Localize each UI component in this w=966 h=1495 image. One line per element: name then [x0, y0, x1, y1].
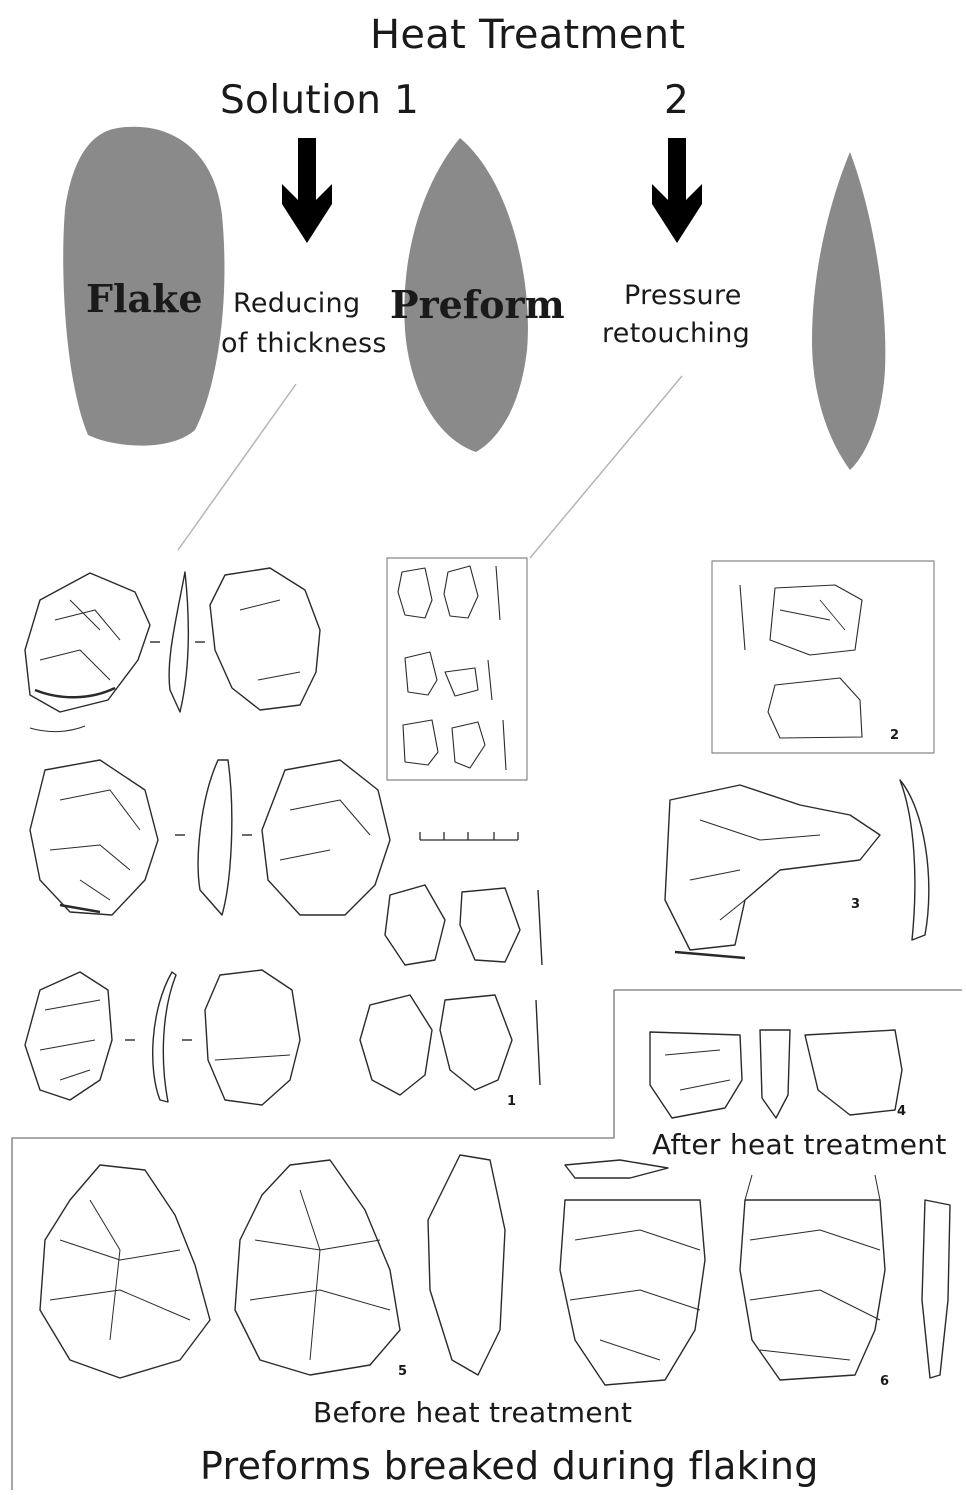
artifact-drawing [40, 1165, 210, 1378]
artifact-profile [900, 780, 929, 940]
artifact-drawing [398, 566, 506, 770]
artifact-drawing [30, 760, 158, 915]
figure-number-1: 1 [507, 1094, 516, 1109]
before-heat-treatment-label: Before heat treatment [313, 1396, 632, 1429]
artifact-drawing [360, 995, 540, 1095]
artifact-drawing [665, 785, 880, 958]
inset-frame-2 [712, 561, 934, 753]
artifact-drawing [235, 1160, 400, 1375]
artifact-drawing [560, 1160, 705, 1385]
figure-number-3: 3 [851, 897, 860, 912]
artifact-profile [153, 972, 176, 1102]
artifact-profile [922, 1200, 950, 1378]
artifact-profile [428, 1155, 505, 1375]
artifact-drawing [262, 760, 390, 915]
artifact-drawing [25, 972, 112, 1100]
figure-number-5: 5 [398, 1364, 407, 1379]
artifact-drawing [740, 585, 862, 738]
artifact-drawing [385, 885, 542, 965]
artifact-profile [198, 760, 232, 915]
artifact-drawing [205, 970, 300, 1105]
caption: Preforms breaked during flaking [200, 1444, 819, 1488]
artifact-drawing [650, 1030, 902, 1118]
figure-number-2: 2 [890, 728, 899, 743]
inset-frame-1 [387, 558, 527, 780]
figure-number-6: 6 [880, 1374, 889, 1389]
artifact-profile [169, 572, 188, 712]
figure-number-4: 4 [897, 1104, 906, 1119]
artifact-drawing [740, 1175, 885, 1380]
scale-bar [420, 832, 518, 840]
artifact-drawing [210, 568, 320, 710]
artifact-drawing [25, 573, 150, 732]
after-heat-treatment-label: After heat treatment [652, 1128, 947, 1161]
